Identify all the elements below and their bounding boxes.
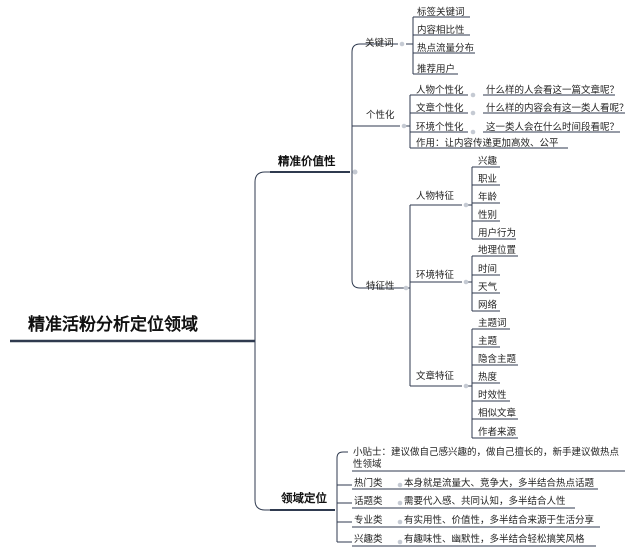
leaf-personalization-name: 文章个性化 <box>416 103 464 114</box>
leaf-keyword: 推荐用户 <box>417 64 456 75</box>
leaf-person-feature: 年龄 <box>478 192 498 203</box>
leaf-article-feature: 主题词 <box>478 318 507 329</box>
leaf-personalization-effect: 作用：让内容传递更加高效、公平 <box>416 138 559 149</box>
leaf-keyword: 标签关键词 <box>417 7 465 18</box>
leaf-personalization-desc: 这一类人会在什么时间段看呢？ <box>486 122 620 133</box>
leaf-keyword: 热点流量分布 <box>417 43 475 54</box>
leaf-environment-feature: 地理位置 <box>478 245 517 256</box>
leaf-personalization-name: 环境个性化 <box>416 122 464 133</box>
node-personalization: 个性化 <box>366 110 395 121</box>
node-environment-features: 环境特征 <box>416 270 455 281</box>
node-person-features: 人物特征 <box>416 191 455 202</box>
leaf-person-feature: 职业 <box>478 174 498 185</box>
node-features: 特征性 <box>366 281 395 292</box>
domain-category-name: 兴趣类 <box>354 534 383 545</box>
branch-precise-value: 精准价值性 <box>278 154 336 168</box>
branch-domain: 领域定位 <box>281 491 327 505</box>
leaf-personalization-name: 人物个性化 <box>416 85 464 96</box>
domain-category-desc: 需要代入感、共同认知，多半结合人性 <box>404 496 566 507</box>
leaf-person-feature: 性别 <box>478 210 498 221</box>
domain-category-name: 专业类 <box>354 515 383 526</box>
leaf-personalization-desc: 什么样的内容会有这一类人看呢？ <box>486 103 629 114</box>
leaf-article-feature: 作者来源 <box>478 427 517 438</box>
leaf-article-feature: 隐含主题 <box>478 354 517 365</box>
leaf-personalization-desc: 什么样的人会看这一篇文章呢？ <box>486 85 620 96</box>
leaf-person-feature: 用户行为 <box>478 228 517 239</box>
root-topic: 精准活粉分析定位领域 <box>28 315 198 335</box>
domain-category-desc: 有趣味性、幽默性，多半结合轻松搞笑风格 <box>404 534 585 545</box>
leaf-environment-feature: 网络 <box>478 300 498 311</box>
domain-category-name: 话题类 <box>354 496 383 507</box>
leaf-environment-feature: 天气 <box>478 282 498 293</box>
domain-category-desc: 有实用性、价值性，多半结合来源于生活分享 <box>404 515 595 526</box>
domain-category-name: 热门类 <box>354 478 383 489</box>
leaf-person-feature: 兴趣 <box>478 156 498 167</box>
leaf-keyword: 内容相比性 <box>417 25 465 36</box>
node-keywords: 关键词 <box>365 38 394 49</box>
leaf-article-feature: 时效性 <box>478 390 507 401</box>
domain-tip: 小贴士：建议做自己感兴趣的，做自己擅长的，新手建议做热点性领域 <box>353 447 620 470</box>
domain-category-desc: 本身就是流量大、竞争大，多半结合热点话题 <box>404 478 595 489</box>
leaf-article-feature: 热度 <box>478 372 498 383</box>
node-article-features: 文章特征 <box>416 371 455 382</box>
leaf-article-feature: 相似文章 <box>478 408 517 419</box>
leaf-article-feature: 主题 <box>478 336 498 347</box>
leaf-environment-feature: 时间 <box>478 264 498 275</box>
